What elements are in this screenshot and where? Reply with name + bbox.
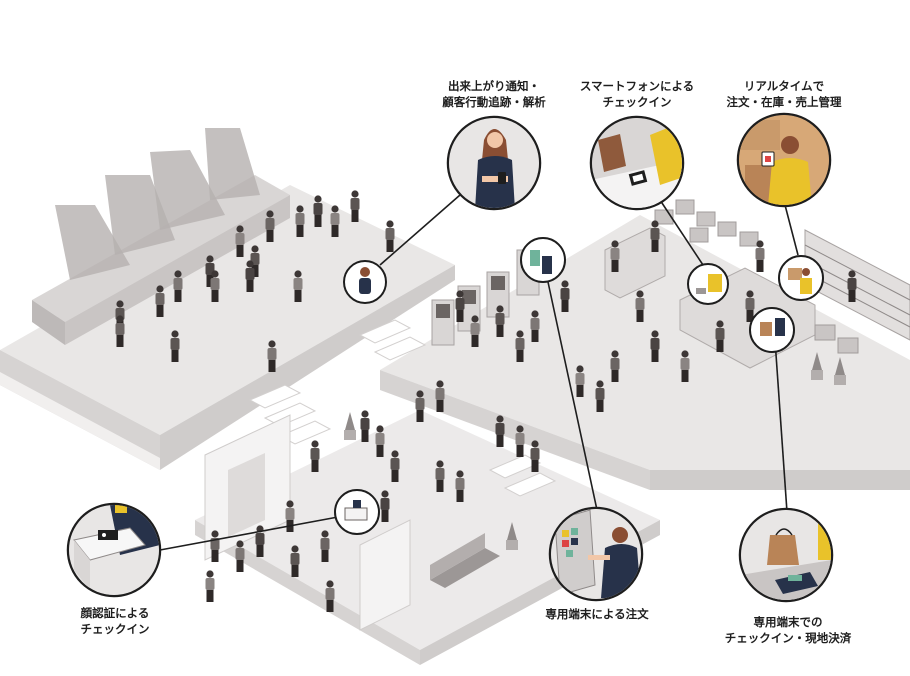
callout-terminal-line2: チェックイン・現地決済 bbox=[724, 631, 852, 645]
person-figure bbox=[435, 380, 445, 412]
person-figure bbox=[847, 270, 857, 302]
person-figure bbox=[745, 290, 755, 322]
callout-lines bbox=[159, 194, 799, 551]
person-figure bbox=[755, 240, 765, 272]
person-figure bbox=[210, 530, 220, 562]
person-figure bbox=[530, 440, 540, 472]
person-figure bbox=[435, 460, 445, 492]
callout-kiosk-circle bbox=[548, 506, 644, 602]
person-figure bbox=[360, 410, 370, 442]
stage-block bbox=[32, 128, 290, 345]
person-figure bbox=[115, 315, 125, 347]
callout-tracking-label: 出来上がり通知・ 顧客行動追跡・解析 bbox=[438, 78, 550, 110]
callout-realtime-line2: 注文・在庫・売上管理 bbox=[726, 95, 842, 109]
scene-marker-face bbox=[334, 489, 380, 535]
person-figure bbox=[267, 340, 277, 372]
callout-smartphone-line2: チェックイン bbox=[602, 95, 672, 109]
person-figure bbox=[310, 440, 320, 472]
person-figure bbox=[235, 225, 245, 257]
scene-marker-smartphone bbox=[687, 263, 729, 305]
person-figure bbox=[380, 490, 390, 522]
callout-realtime-label: リアルタイムで 注文・在庫・売上管理 bbox=[716, 78, 852, 110]
person-figure bbox=[595, 380, 605, 412]
person-figure bbox=[495, 305, 505, 337]
person-figure bbox=[205, 570, 215, 602]
person-figure bbox=[650, 330, 660, 362]
person-figure bbox=[385, 220, 395, 252]
person-figure bbox=[610, 240, 620, 272]
person-figure bbox=[245, 260, 255, 292]
face-recognition-scanner-icon bbox=[69, 505, 159, 595]
potted-plants bbox=[344, 352, 846, 550]
waiting-bench bbox=[430, 533, 500, 588]
person-figure bbox=[320, 530, 330, 562]
callout-face-circle bbox=[66, 502, 162, 598]
person-figure bbox=[210, 270, 220, 302]
person-figure bbox=[235, 540, 245, 572]
callout-terminal-line1: 専用端末での bbox=[753, 615, 823, 629]
callout-smartphone-label: スマートフォンによる チェックイン bbox=[572, 78, 702, 110]
person-figure bbox=[560, 280, 570, 312]
callout-smartphone-line1: スマートフォンによる bbox=[579, 79, 695, 93]
callout-terminal-label: 専用端末での チェックイン・現地決済 bbox=[716, 614, 860, 646]
person-figure bbox=[293, 270, 303, 302]
person-figure bbox=[290, 545, 300, 577]
person-figure bbox=[650, 220, 660, 252]
person-figure bbox=[635, 290, 645, 322]
callout-kiosk-line1: 専用端末による注文 bbox=[545, 607, 649, 621]
callout-tracking-line1: 出来上がり通知・ bbox=[448, 79, 540, 93]
person-figure bbox=[530, 310, 540, 342]
scene-marker-realtime bbox=[778, 255, 824, 301]
person-figure bbox=[415, 390, 425, 422]
scene-marker-tracking bbox=[343, 260, 387, 304]
person-figure bbox=[610, 350, 620, 382]
callout-realtime-line1: リアルタイムで bbox=[743, 79, 825, 93]
callout-smartphone-circle bbox=[589, 115, 685, 211]
person-figure bbox=[313, 195, 323, 227]
callout-kiosk-label: 専用端末による注文 bbox=[532, 606, 662, 622]
person-figure bbox=[575, 365, 585, 397]
person-figure bbox=[455, 470, 465, 502]
person-figure bbox=[715, 320, 725, 352]
person-figure bbox=[170, 330, 180, 362]
callout-tracking-circle bbox=[446, 115, 542, 211]
person-figure bbox=[155, 285, 165, 317]
person-figure bbox=[173, 270, 183, 302]
person-figure bbox=[350, 190, 360, 222]
person-figure bbox=[515, 330, 525, 362]
right-service-platform bbox=[380, 215, 910, 490]
scene-marker-terminal bbox=[749, 307, 795, 353]
person-figure bbox=[515, 425, 525, 457]
stock-boxes bbox=[654, 199, 859, 354]
person-figure bbox=[330, 205, 340, 237]
person-figure bbox=[470, 315, 480, 347]
callout-face-line2: チェックイン bbox=[80, 622, 150, 636]
person-figure bbox=[325, 580, 335, 612]
woman-with-smartphone-icon bbox=[449, 118, 539, 208]
entrance-gate bbox=[204, 414, 411, 631]
callout-realtime-circle bbox=[736, 112, 832, 208]
person-figure bbox=[265, 210, 275, 242]
scene-marker-kiosk bbox=[520, 237, 566, 283]
callout-terminal-circle bbox=[738, 507, 834, 603]
callout-face-label: 顔認証による チェックイン bbox=[60, 605, 170, 637]
callout-face-line1: 顔認証による bbox=[80, 606, 150, 620]
callout-tracking-line2: 顧客行動追跡・解析 bbox=[442, 95, 546, 109]
upper-left-platform bbox=[0, 185, 455, 470]
person-figure bbox=[295, 205, 305, 237]
person-figure bbox=[680, 350, 690, 382]
warehouse-worker-icon bbox=[739, 115, 829, 205]
person-figure bbox=[375, 425, 385, 457]
person-figure bbox=[455, 290, 465, 322]
person-figure bbox=[495, 415, 505, 447]
smartphone-scan-icon bbox=[592, 118, 682, 208]
person-figure bbox=[390, 450, 400, 482]
